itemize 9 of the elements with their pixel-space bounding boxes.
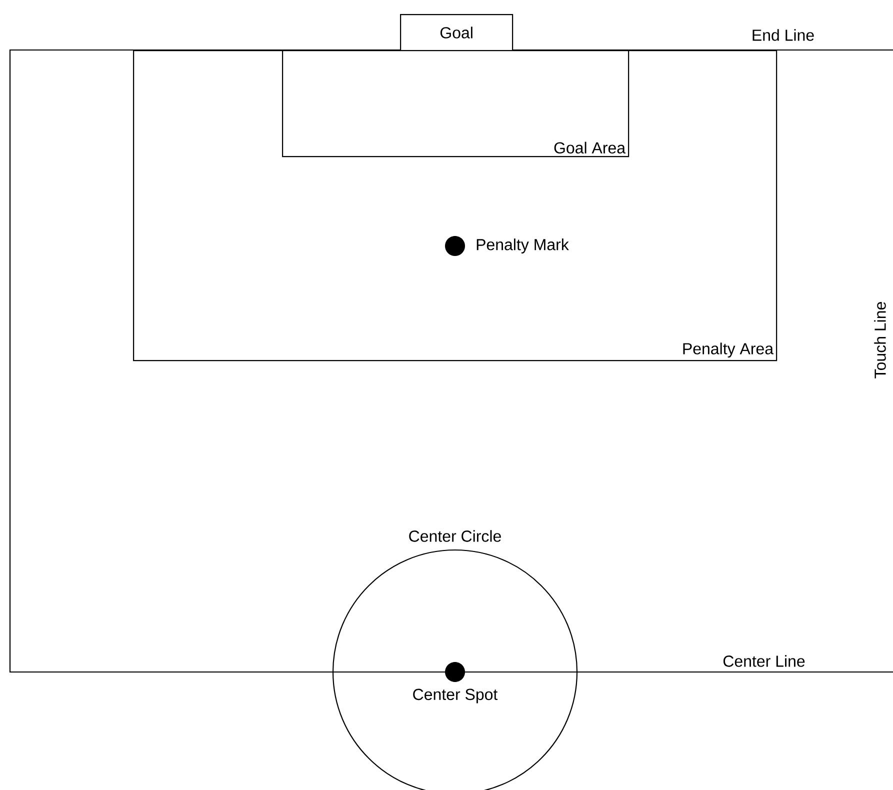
penalty-mark	[445, 236, 465, 256]
line-label: Touch Line	[874, 302, 886, 378]
line-label: End Line	[752, 29, 814, 41]
line-label: Center Line	[723, 655, 805, 667]
center-circle-label: Center Circle	[409, 530, 501, 542]
penalty-mark-label: Penalty Mark	[476, 238, 569, 254]
center-spot-label: Center Spot	[413, 688, 498, 704]
goal-box: Goal	[400, 14, 514, 52]
center-spot	[445, 662, 465, 682]
